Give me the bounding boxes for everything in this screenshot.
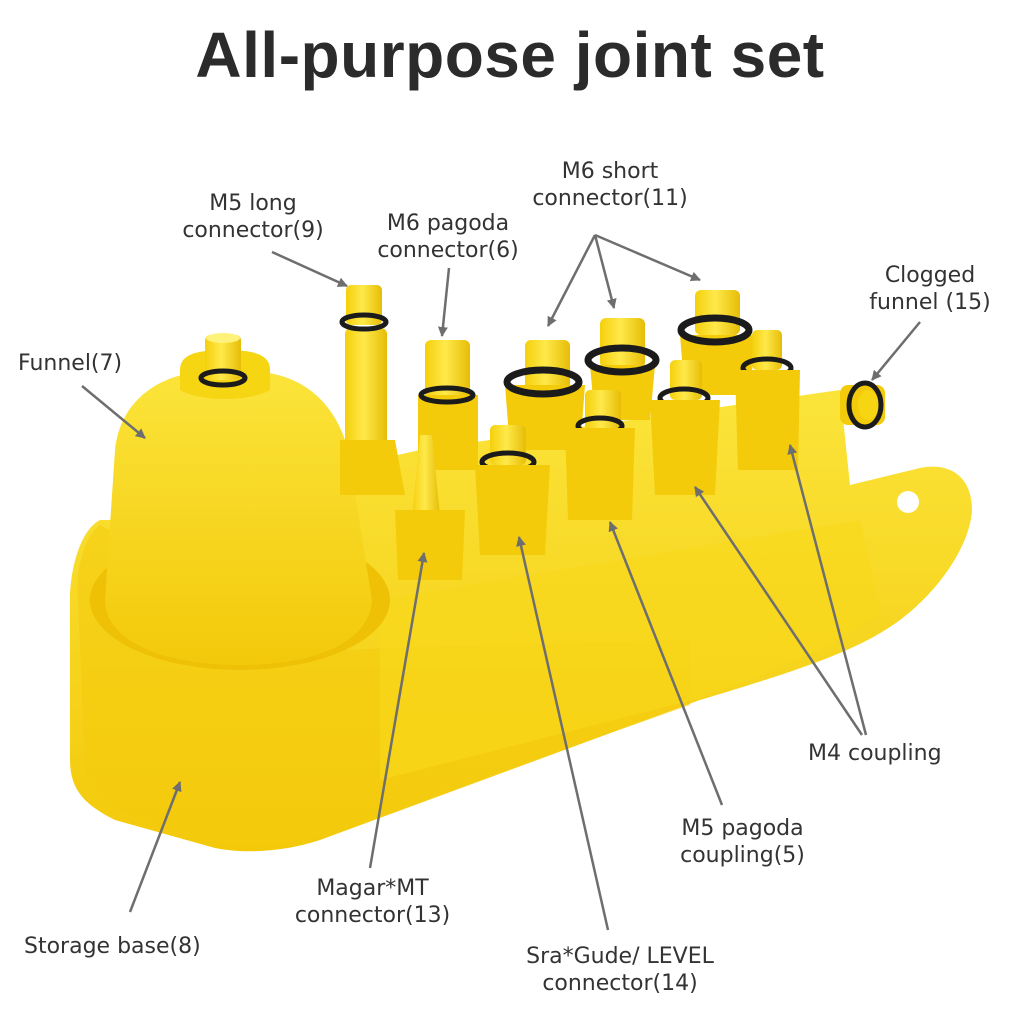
- m4-coupling-1: [650, 360, 720, 495]
- label-line: M5 pagoda: [681, 816, 804, 841]
- label-m6-short-connector: M6 short connector(11): [515, 158, 705, 212]
- label-line: coupling(5): [680, 843, 805, 868]
- label-m5-long-connector: M5 long connector(9): [168, 190, 338, 244]
- label-line: connector(6): [377, 238, 519, 263]
- label-line: connector(11): [532, 186, 688, 211]
- arrow-m5-long: [271, 250, 348, 288]
- label-line: Magar*MT: [316, 876, 429, 901]
- arrow-m5-pagoda: [608, 521, 724, 806]
- label-funnel: Funnel(7): [18, 351, 123, 376]
- arrow-m4-2: [787, 444, 868, 736]
- page-title: All-purpose joint set: [195, 19, 825, 91]
- label-m4-coupling: M4 coupling: [808, 741, 942, 766]
- label-line: M6 short: [561, 159, 659, 184]
- arrow-m6-short-2: [593, 234, 617, 309]
- label-clogged-funnel: Clogged funnel (15): [855, 262, 1005, 316]
- arrow-clogged: [871, 321, 921, 381]
- arrow-sra: [516, 536, 610, 931]
- arrow-m6-pagoda: [437, 267, 451, 337]
- label-line: M6 pagoda: [386, 211, 510, 236]
- m5-long-connector: [339, 285, 405, 495]
- magar-mt-connector: [395, 435, 465, 580]
- label-sra-gude-level-connector: Sra*Gude/ LEVEL connector(14): [500, 943, 740, 997]
- m4-coupling-2: [735, 330, 800, 470]
- arrow-storage: [128, 781, 182, 913]
- callout-arrows: [81, 233, 921, 931]
- funnel: [105, 333, 372, 665]
- m6-pagoda-connector: [418, 340, 478, 470]
- arrow-m6-short-1: [546, 234, 597, 327]
- label-line: Sra*Gude/ LEVEL: [526, 944, 714, 969]
- arrow-funnel: [81, 385, 146, 439]
- label-storage-base: Storage base(8): [24, 934, 201, 959]
- label-line: Clogged: [884, 263, 976, 288]
- m5-pagoda-coupling: [565, 390, 635, 520]
- clogged-funnel: [840, 380, 885, 430]
- arrow-m6-short-3: [594, 233, 701, 282]
- label-line: connector(9): [182, 218, 324, 243]
- label-magar-mt-connector: Magar*MT connector(13): [280, 875, 465, 929]
- label-m5-pagoda-coupling: M5 pagoda coupling(5): [650, 815, 835, 869]
- label-line: connector(13): [294, 903, 451, 928]
- arrow-m4-1: [693, 486, 864, 736]
- label-line: connector(14): [542, 971, 698, 996]
- label-m6-pagoda-connector: M6 pagoda connector(6): [358, 210, 538, 264]
- label-line: funnel (15): [869, 290, 991, 315]
- arrow-magar: [368, 552, 428, 869]
- sra-gude-level-connector: [475, 425, 550, 555]
- label-line: M5 long: [209, 191, 297, 216]
